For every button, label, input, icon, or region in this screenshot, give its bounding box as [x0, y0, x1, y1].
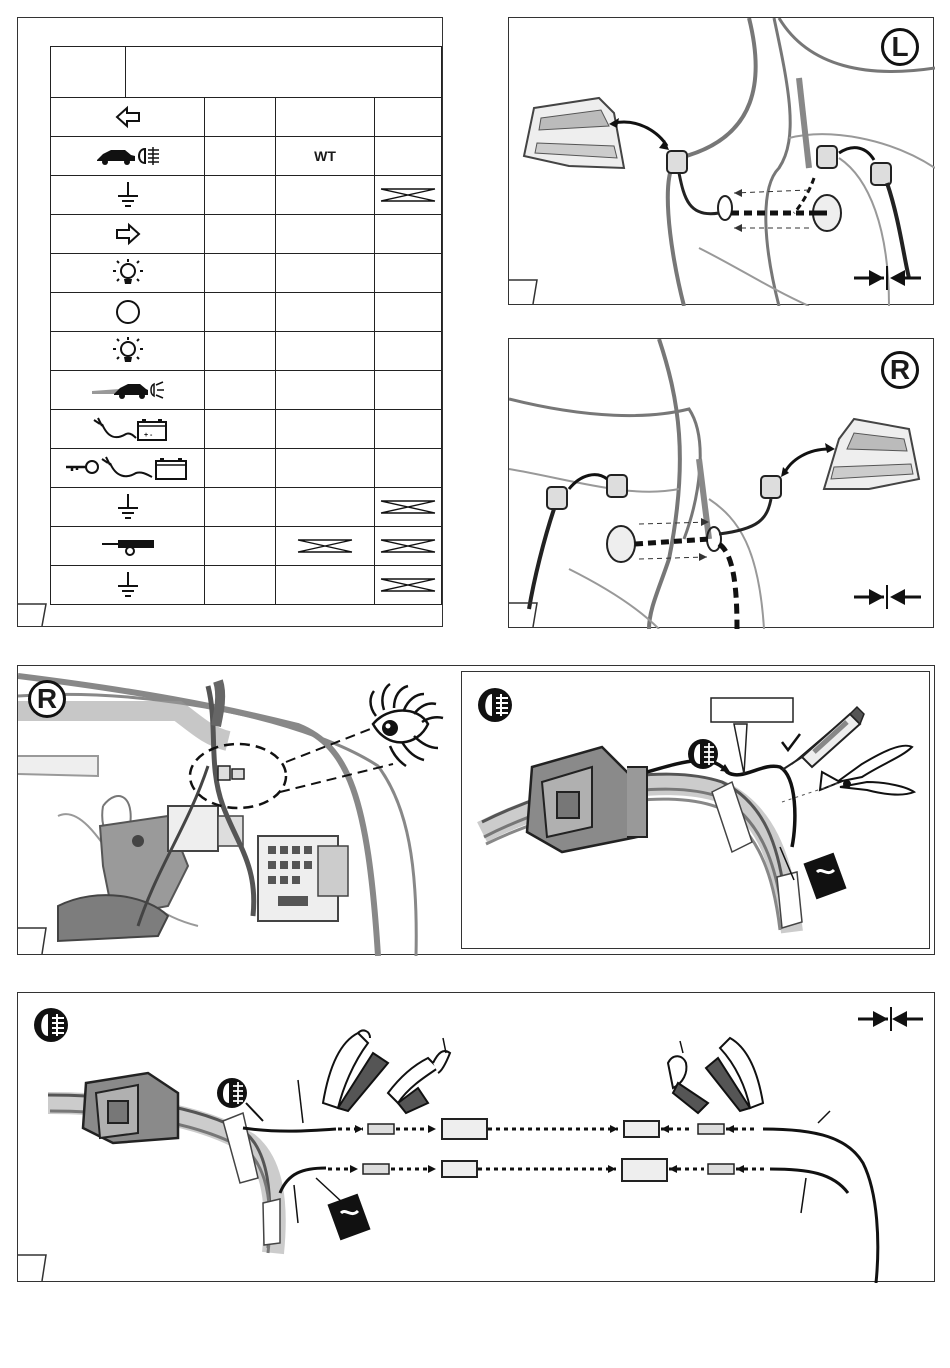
right-side-badge-2: R [28, 680, 66, 718]
wiring-table-panel: WT+ - [17, 17, 443, 627]
rear-fog-light-icon [478, 688, 512, 722]
crimp-symbol-icon [854, 266, 921, 290]
wire-stripper-icon [388, 1038, 450, 1113]
crimping-tool-icon [706, 1038, 763, 1111]
taillight-unit [524, 98, 624, 168]
wire-cut-symbol-icon [803, 853, 846, 900]
crimp-symbol-icon [858, 1007, 923, 1031]
right-taillight-panel: R [508, 338, 934, 628]
left-taillight-panel: L [508, 17, 934, 305]
wire-cut-symbol-icon [327, 1194, 370, 1241]
fog-wire-test-drawing [462, 672, 931, 950]
taillight-unit-right [824, 419, 919, 489]
test-probe-icon [782, 707, 864, 770]
pliers-icon [820, 746, 914, 795]
connector-plug [83, 1073, 178, 1143]
fog-wire-test-panel [461, 671, 930, 949]
splice-drawing [18, 993, 936, 1283]
right-taillight-drawing [509, 339, 935, 629]
left-taillight-drawing [509, 18, 935, 306]
corner-tab [18, 18, 444, 628]
eye-icon [371, 684, 444, 766]
right-side-badge: R [881, 351, 919, 389]
wire-stripper-icon [668, 1041, 708, 1113]
connector-plug [527, 747, 647, 852]
rear-fog-light-icon [34, 1008, 68, 1042]
rear-fog-light-icon-small [688, 739, 730, 772]
left-side-badge: L [881, 28, 919, 66]
crimp-symbol-icon [854, 585, 921, 609]
splice-connection-panel [17, 992, 935, 1282]
crimping-tool-icon [323, 1031, 388, 1111]
